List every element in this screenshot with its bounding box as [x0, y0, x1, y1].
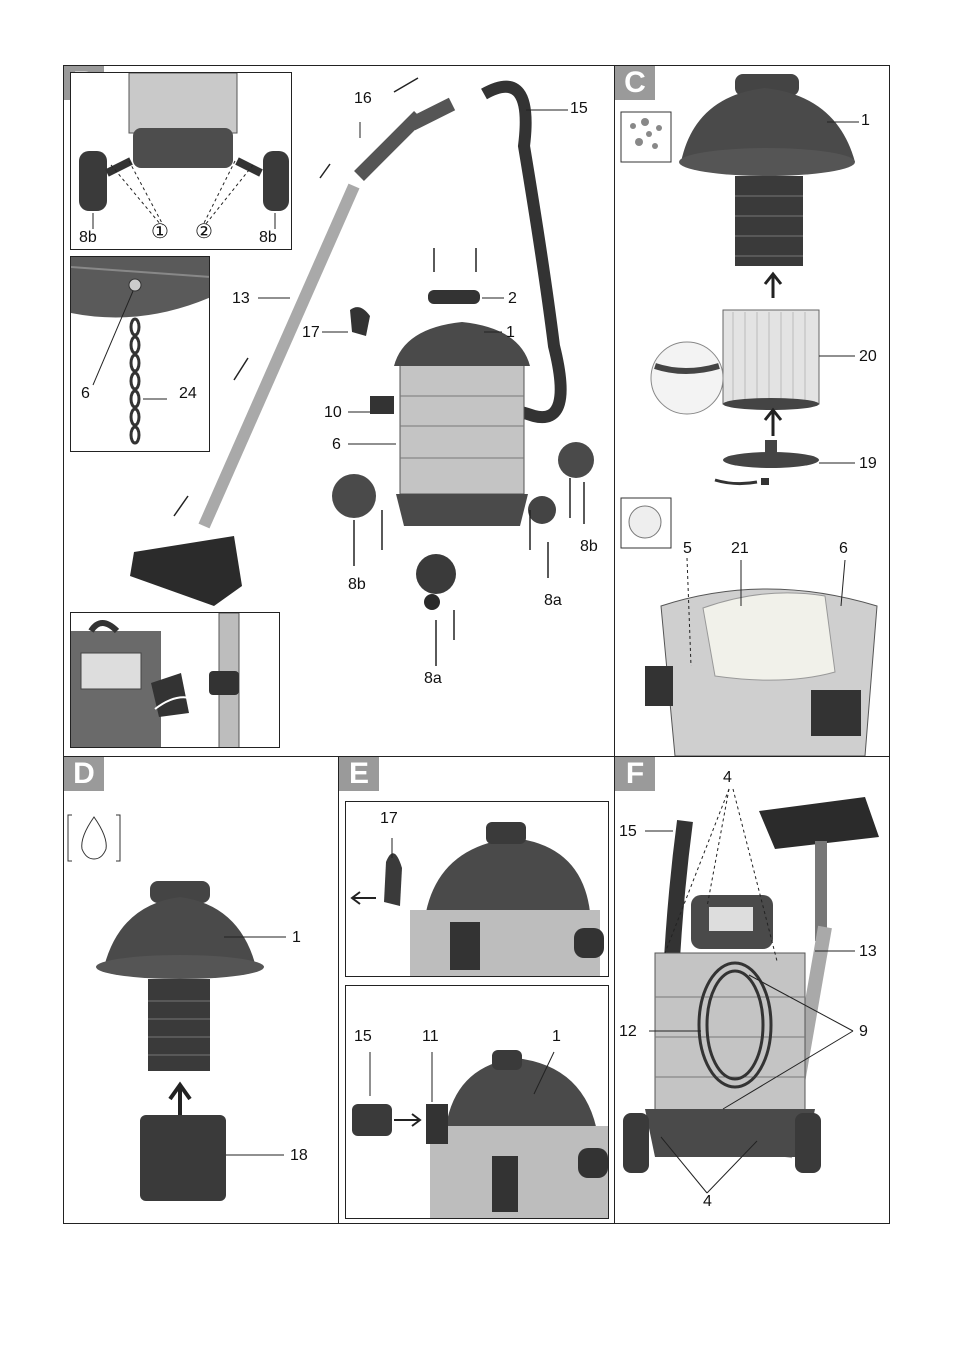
label-19: 19 [859, 455, 877, 472]
label-12: 12 [619, 1023, 637, 1040]
wheels-illustration [79, 73, 289, 229]
label-5: 5 [683, 540, 692, 557]
chain-illustration [71, 257, 209, 445]
label-8b: 8b [580, 538, 598, 555]
panel-b: B 8b ① ② 8b [63, 65, 615, 757]
label-17: 17 [302, 324, 320, 341]
label-6: 6 [81, 385, 90, 402]
label-1: 1 [506, 324, 515, 341]
label-4: 4 [703, 1193, 712, 1210]
label-15: 15 [619, 823, 637, 840]
label-10: 10 [324, 404, 342, 421]
label-6: 6 [332, 436, 341, 453]
inset-hose-holder [70, 612, 280, 748]
label-15: 15 [354, 1028, 372, 1045]
label-1: 1 [552, 1028, 561, 1045]
inset-chain: 6 24 [70, 256, 210, 452]
panel-f: F 4 15 13 12 9 4 [614, 756, 890, 1224]
panel-e-badge: E [339, 757, 379, 791]
inset-e-top: 17 [345, 801, 609, 977]
panel-d: D 1 18 [63, 756, 339, 1224]
label-circle-1: ① [151, 221, 169, 243]
label-8b: 8b [79, 229, 97, 246]
label-11: 11 [422, 1028, 439, 1045]
filter-assembly-illustration [620, 74, 878, 756]
hose-holder-illustration [71, 613, 240, 747]
label-24: 24 [179, 385, 197, 402]
label-16: 16 [354, 90, 372, 107]
inset-e-bottom: 15 11 1 [345, 985, 609, 1219]
hose-connect-illustration [352, 1050, 608, 1218]
label-8a: 8a [544, 592, 562, 609]
label-13: 13 [232, 290, 250, 307]
label-18: 18 [290, 1147, 308, 1164]
label-6: 6 [839, 540, 848, 557]
storage-illustration [623, 788, 879, 1194]
label-15: 15 [570, 100, 588, 117]
inlet-cap-illustration [350, 822, 604, 976]
label-8b: 8b [259, 229, 277, 246]
panel-d-badge: D [64, 757, 104, 791]
panel-f-badge: F [615, 757, 655, 791]
panel-c-badge: C [615, 66, 655, 100]
label-9: 9 [859, 1023, 868, 1040]
label-20: 20 [859, 348, 877, 365]
label-17: 17 [380, 810, 398, 827]
label-13: 13 [859, 943, 877, 960]
label-4: 4 [723, 769, 732, 786]
foam-filter-illustration [67, 814, 286, 1201]
label-2: 2 [508, 290, 517, 307]
label-1: 1 [861, 112, 870, 129]
label-21: 21 [731, 540, 749, 557]
label-1: 1 [292, 929, 301, 946]
label-circle-2: ② [195, 221, 213, 243]
panel-e: E 17 15 11 1 [338, 756, 615, 1224]
label-8a: 8a [424, 670, 442, 687]
inset-wheels: 8b ① ② 8b [70, 72, 292, 250]
vacuum-exploded-illustration [130, 77, 594, 666]
label-8b: 8b [348, 576, 366, 593]
panel-c: C 1 20 19 5 21 6 [614, 65, 890, 757]
